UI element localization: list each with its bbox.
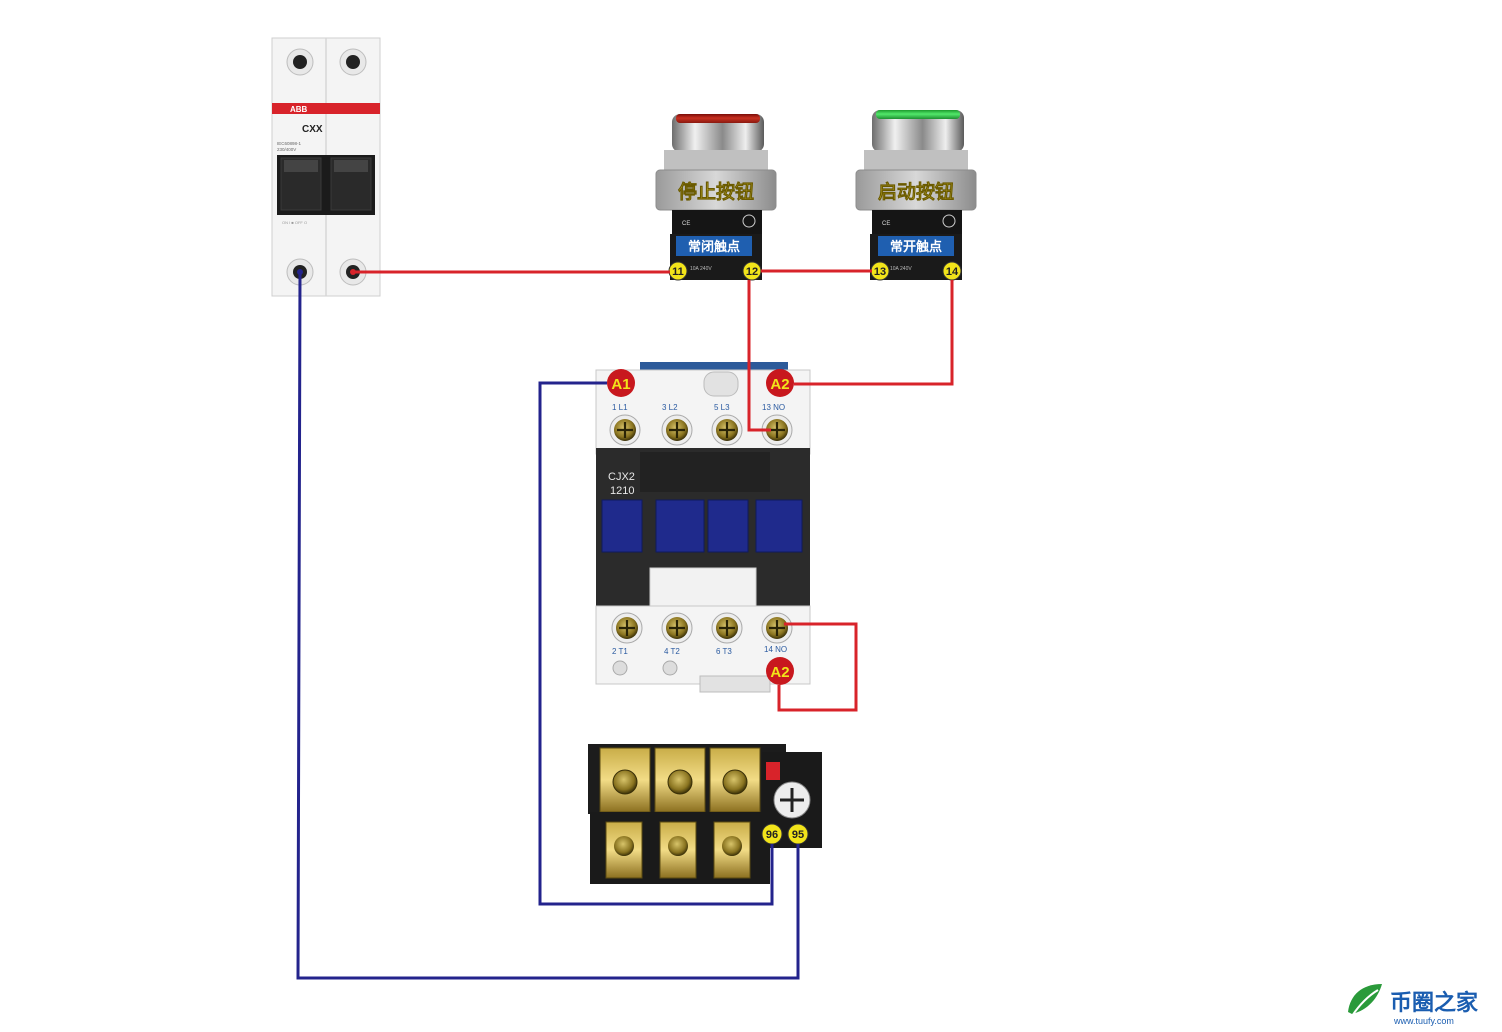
wires	[296, 269, 954, 980]
contactor-bottom-term-2: 4 T2	[664, 647, 680, 656]
svg-text:CE: CE	[682, 221, 690, 227]
breaker-spec-1: IEC60898-1	[277, 141, 302, 146]
start-push-button: 启动按钮 CE 常开触点 10A 240V 13 14	[855, 110, 977, 281]
breaker-spec-2: 230/400V	[277, 147, 296, 152]
wire-contactor-14-loop	[777, 622, 858, 712]
coil-terminal-a1[interactable]	[607, 369, 635, 397]
stop-button-cap[interactable]	[676, 114, 760, 123]
thermal-overload-relay: 96 95	[588, 744, 822, 884]
contactor-top-term-1: 1 L1	[612, 403, 628, 412]
wire-stop-12-to-contactor-13	[747, 280, 771, 432]
watermark-name: 币圈之家	[1390, 990, 1479, 1016]
start-contact-label-bg	[878, 236, 954, 256]
coil-terminal-a2-bottom[interactable]	[766, 657, 794, 685]
contactor-bottom-screws	[611, 612, 793, 644]
relay-reset-button[interactable]	[766, 762, 780, 780]
wire-breaker-to-relay-95	[296, 271, 800, 980]
breaker-model: CXX	[302, 124, 323, 135]
start-terminal-14-label: 14	[946, 266, 959, 278]
contactor-model-1: CJX2	[608, 471, 635, 483]
start-button-title: 启动按钮	[878, 180, 954, 203]
svg-text:CE: CE	[882, 221, 890, 227]
wire-a1-to-relay-96	[538, 381, 774, 906]
contactor-label-plate	[649, 567, 757, 609]
start-button-cap[interactable]	[876, 110, 960, 119]
contactor-bottom-term-3: 6 T3	[716, 647, 732, 656]
watermark-url: www.tuufy.com	[1393, 1016, 1454, 1026]
wire-start-14-to-a2	[794, 280, 954, 386]
contactor-model-2: 1210	[610, 485, 634, 497]
start-contact-label: 常开触点	[890, 239, 942, 255]
contactor-bottom-term-4: 14 NO	[764, 645, 787, 654]
contactor-window-3	[707, 499, 749, 553]
contactor-top-term-3: 5 L3	[714, 403, 730, 412]
breaker-brand: ABB	[290, 105, 308, 114]
stop-button-bezel	[672, 114, 764, 152]
coil-terminal-a2-top-label: A2	[770, 376, 789, 393]
watermark: 币圈之家 www.tuufy.com	[1348, 984, 1479, 1026]
stop-contact-label-bg	[676, 236, 752, 256]
contactor-bottom-term-1: 2 T1	[612, 647, 628, 656]
start-rating: 10A 240V	[890, 266, 912, 272]
coil-terminal-a2-bottom-label: A2	[770, 664, 789, 681]
breaker-brand-stripe	[272, 103, 380, 114]
stop-terminal-12-label: 12	[746, 266, 758, 278]
stop-button-title: 停止按钮	[678, 180, 754, 203]
relay-terminal-96-label: 96	[766, 829, 778, 841]
coil-terminal-a1-label: A1	[611, 376, 630, 393]
contactor-window-1	[601, 499, 643, 553]
contactor-top-term-2: 3 L2	[662, 403, 678, 412]
stop-contact-label: 常闭触点	[688, 239, 740, 255]
contactor-window-4	[755, 499, 803, 553]
contactor: 1 L1 3 L2 5 L3 13 NO CJX2 1210 2 T1 4 T2…	[595, 362, 811, 693]
coil-terminal-a2-top[interactable]	[766, 369, 794, 397]
contactor-top-term-4: 13 NO	[762, 403, 785, 412]
contactor-window-2	[655, 499, 705, 553]
start-button-bezel	[872, 110, 964, 152]
stop-push-button: 停止按钮 CE 常闭触点 10A 240V 11 12	[655, 114, 777, 281]
breaker-footer: ON I ■ OFF O	[282, 220, 307, 225]
start-terminal-13-label: 13	[874, 266, 886, 278]
circuit-breaker: ABB CXX IEC60898-1 230/400V ON I ■ OFF O	[271, 37, 381, 297]
relay-terminal-95-label: 95	[792, 829, 804, 841]
stop-terminal-11-label: 11	[672, 266, 684, 278]
stop-rating: 10A 240V	[690, 266, 712, 272]
contactor-top-screws	[609, 414, 793, 446]
